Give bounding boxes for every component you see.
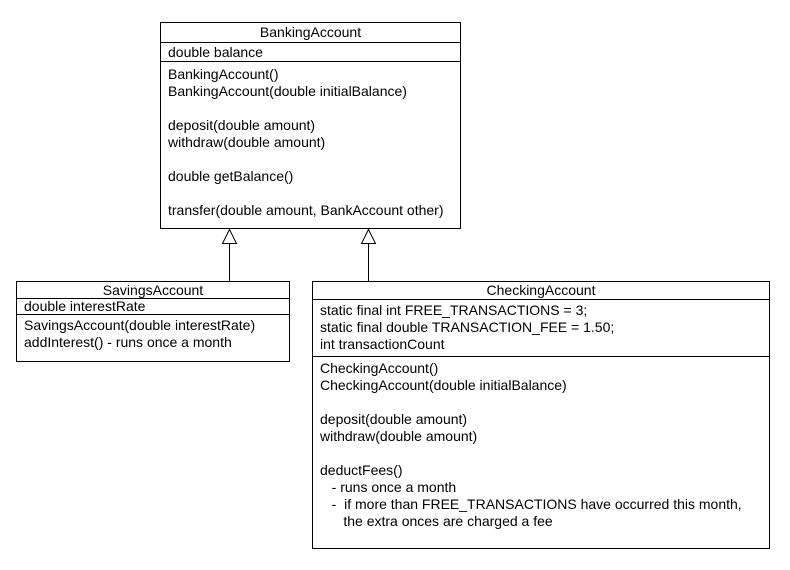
methods-compartment: SavingsAccount(double interestRate) addI… xyxy=(17,315,289,351)
method-line xyxy=(320,394,762,411)
method-line xyxy=(168,151,453,168)
attribute-line: static final double TRANSACTION_FEE = 1.… xyxy=(320,319,615,335)
class-name-savingsaccount: SavingsAccount xyxy=(17,282,289,299)
inheritance-arrow-checking-to-banking xyxy=(360,228,377,281)
method-line: SavingsAccount(double interestRate) xyxy=(24,317,256,333)
method-line: deductFees() xyxy=(320,462,403,478)
class-name-bankingaccount: BankingAccount xyxy=(161,23,460,43)
attribute-line: double balance xyxy=(168,44,263,60)
method-line: BankingAccount(double initialBalance) xyxy=(168,83,407,99)
method-note-line: - runs once a month xyxy=(320,479,457,495)
method-note-line: - if more than FREE_TRANSACTIONS have oc… xyxy=(320,496,742,512)
method-note-line: the extra onces are charged a fee xyxy=(320,513,553,529)
hollow-triangle-arrowhead xyxy=(221,228,238,244)
method-line: CheckingAccount(double initialBalance) xyxy=(320,377,567,393)
method-line: CheckingAccount() xyxy=(320,360,439,376)
methods-compartment: CheckingAccount() CheckingAccount(double… xyxy=(313,357,769,530)
method-line: addInterest() - runs once a month xyxy=(24,334,232,350)
method-line: double getBalance() xyxy=(168,168,294,184)
class-box-checkingaccount: CheckingAccount static final int FREE_TR… xyxy=(312,281,770,549)
method-line: transfer(double amount, BankAccount othe… xyxy=(168,202,444,218)
class-box-savingsaccount: SavingsAccount double interestRate Savin… xyxy=(16,281,290,362)
methods-compartment: BankingAccount() BankingAccount(double i… xyxy=(161,62,460,219)
attributes-compartment: double interestRate xyxy=(17,299,289,315)
attributes-compartment: double balance xyxy=(161,43,460,62)
method-line xyxy=(168,185,453,202)
class-name-checkingaccount: CheckingAccount xyxy=(313,282,769,300)
attribute-line: static final int FREE_TRANSACTIONS = 3; xyxy=(320,302,588,318)
attribute-line: double interestRate xyxy=(24,299,146,314)
method-line: deposit(double amount) xyxy=(320,411,468,427)
inheritance-arrow-savings-to-banking xyxy=(221,228,238,281)
hollow-triangle-arrowhead xyxy=(360,228,377,244)
attributes-compartment: static final int FREE_TRANSACTIONS = 3; … xyxy=(313,300,769,357)
class-box-bankingaccount: BankingAccount double balance BankingAcc… xyxy=(160,22,461,229)
attribute-line: int transactionCount xyxy=(320,336,445,352)
method-line xyxy=(168,100,453,117)
method-line: deposit(double amount) xyxy=(168,117,316,133)
method-line xyxy=(320,445,762,462)
method-line: withdraw(double amount) xyxy=(320,428,478,444)
method-line: BankingAccount() xyxy=(168,66,279,82)
method-line: withdraw(double amount) xyxy=(168,134,326,150)
